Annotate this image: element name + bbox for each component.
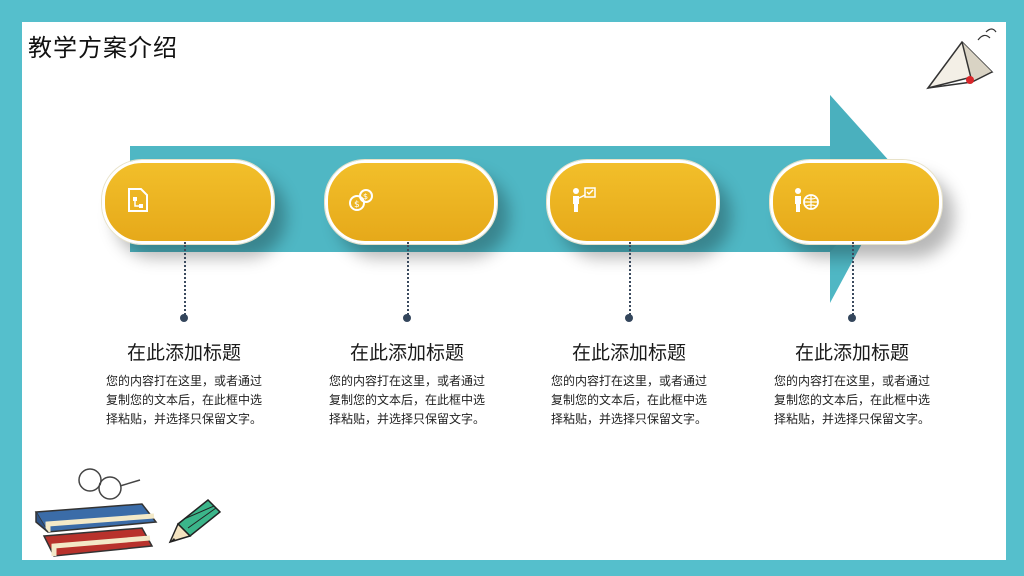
timeline-arrow bbox=[130, 95, 900, 303]
timeline-arrow-shape bbox=[130, 95, 900, 303]
coins-icon: $ $ bbox=[349, 189, 373, 211]
step-title-1: 在此添加标题 bbox=[126, 342, 241, 364]
step-connector-4 bbox=[852, 242, 854, 318]
flowchart-icon bbox=[128, 188, 148, 212]
step-connector-3 bbox=[629, 242, 631, 318]
books-glasses-icon bbox=[34, 468, 158, 557]
step-dot-4 bbox=[848, 314, 856, 322]
svg-text:$: $ bbox=[363, 192, 368, 201]
presenter-globe-icon bbox=[795, 188, 819, 212]
step-body-2: 您的内容打在这里，或者通过复制您的文本后，在此框中选择粘贴，并选择只保留文字。 bbox=[328, 374, 485, 426]
step-pill-1[interactable] bbox=[102, 160, 274, 244]
step-title-4: 在此添加标题 bbox=[794, 342, 909, 364]
page-title: 教学方案介绍 bbox=[28, 34, 178, 62]
step-dot-2 bbox=[403, 314, 411, 322]
step-pill-3[interactable] bbox=[547, 160, 719, 244]
svg-text:$: $ bbox=[354, 200, 360, 210]
step-body-4: 您的内容打在这里，或者通过复制您的文本后，在此框中选择粘贴，并选择只保留文字。 bbox=[773, 374, 930, 426]
presenter-checklist-icon bbox=[573, 187, 596, 212]
step-body-3: 您的内容打在这里，或者通过复制您的文本后，在此框中选择粘贴，并选择只保留文字。 bbox=[550, 374, 707, 426]
step-title-3: 在此添加标题 bbox=[571, 342, 686, 364]
pencil-icon bbox=[168, 498, 222, 544]
step-connector-1 bbox=[184, 242, 186, 318]
step-body-1: 您的内容打在这里，或者通过复制您的文本后，在此框中选择粘贴，并选择只保留文字。 bbox=[105, 374, 262, 426]
step-dot-3 bbox=[625, 314, 633, 322]
step-pill-2[interactable]: $ $ bbox=[325, 160, 497, 244]
step-pill-4[interactable] bbox=[770, 160, 942, 244]
step-dot-1 bbox=[180, 314, 188, 322]
step-title-2: 在此添加标题 bbox=[349, 342, 464, 364]
paper-plane-icon bbox=[926, 28, 997, 90]
step-connector-2 bbox=[407, 242, 409, 318]
slide-canvas: 教学方案介绍 在此添加标题 您的内容打在这里，或者通过复制您的文本后，在此框中选… bbox=[22, 22, 1006, 560]
